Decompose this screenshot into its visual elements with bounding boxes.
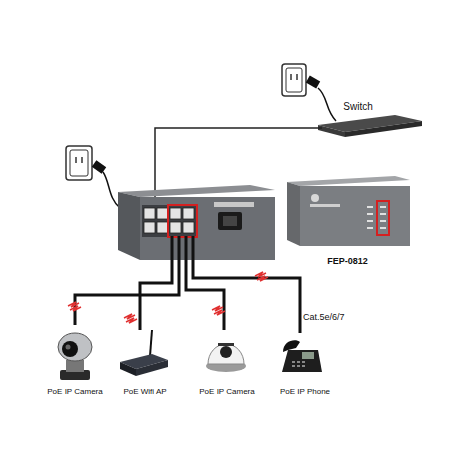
- phone-keys: [292, 361, 305, 367]
- rj45-port: [170, 222, 181, 233]
- wall-outlet: [66, 146, 92, 180]
- switch-side: [318, 125, 345, 137]
- rj45-port: [183, 222, 194, 233]
- led: [367, 227, 373, 229]
- outlet-plate: [66, 146, 92, 180]
- camera-lens: [62, 341, 78, 357]
- device-label: Switch: [330, 101, 386, 112]
- power-bolt: [124, 314, 137, 323]
- lens-glint: [66, 345, 71, 350]
- rj45-port: [157, 208, 168, 219]
- phone-key: [297, 365, 300, 367]
- led: [380, 227, 386, 229]
- device-label: PoE Wifi AP: [110, 387, 180, 396]
- ap-side: [120, 362, 136, 376]
- cable-label: Cat.5e/6/7: [303, 312, 345, 322]
- outlet-slot: [81, 157, 83, 163]
- camera-head: [58, 333, 92, 361]
- highlight-box: [168, 205, 197, 237]
- rj45-port: [144, 222, 155, 233]
- ap-front: [136, 360, 168, 376]
- poe-switch-device: [118, 185, 275, 260]
- power-cord: [103, 172, 120, 208]
- rj45-port: [144, 208, 155, 219]
- device-badge: [214, 202, 254, 207]
- phone-key: [302, 361, 305, 363]
- ptz-camera-icon: [58, 333, 92, 380]
- dome-band: [218, 343, 234, 346]
- power-plug: [92, 160, 120, 208]
- phone-handset: [283, 340, 300, 352]
- phone-body: [282, 350, 322, 372]
- outlet-face: [70, 150, 88, 176]
- power-bolts: [68, 272, 268, 323]
- led: [367, 220, 373, 222]
- rj45-port: [157, 222, 168, 233]
- device-front: [140, 197, 275, 260]
- ethernet-cable: [193, 236, 300, 333]
- led: [380, 206, 386, 208]
- wifi-ap-icon: [120, 330, 168, 376]
- phone-key: [297, 361, 300, 363]
- device-label-box: Switch: [330, 101, 386, 137]
- switch-front: [345, 121, 422, 137]
- device-label-box: FEP-0812: [290, 176, 405, 271]
- brand-strip: [310, 204, 340, 207]
- switch-device: [318, 115, 422, 137]
- device-label: PoE IP Camera: [190, 387, 264, 396]
- led: [380, 220, 386, 222]
- camera-neck: [66, 360, 84, 372]
- power-socket: [218, 212, 242, 230]
- power-plug: [306, 76, 336, 121]
- endpoint-device: PoE Wifi AP: [110, 330, 180, 400]
- power-socket-inner: [223, 216, 237, 226]
- phone-key: [292, 361, 295, 363]
- device-side: [287, 182, 300, 246]
- ethernet-cable: [140, 236, 172, 330]
- power-cord: [318, 88, 336, 121]
- phone-key: [302, 365, 305, 367]
- device-side: [118, 192, 140, 260]
- device-label: FEP-0812: [290, 256, 405, 266]
- device-label: PoE IP Phone: [268, 387, 342, 396]
- antenna: [150, 330, 152, 356]
- ethernet-cable: [75, 236, 179, 325]
- plug-body: [306, 76, 320, 89]
- outlet-plate: [282, 64, 306, 96]
- camera-lens: [220, 346, 232, 358]
- plug-body: [92, 160, 106, 173]
- device-front: [300, 186, 410, 246]
- highlight-box: [377, 201, 389, 235]
- outlet-face: [286, 68, 302, 92]
- endpoint-device: PoE IP Camera: [190, 330, 264, 400]
- device-top: [118, 185, 275, 197]
- device-label: PoE IP Camera: [38, 387, 112, 396]
- endpoint-device: PoE IP Phone: [268, 330, 342, 400]
- dome-camera-icon: [206, 343, 246, 372]
- outlet-slot: [75, 157, 77, 163]
- phone-key: [292, 365, 295, 367]
- outlet-slot: [290, 74, 292, 80]
- led: [367, 206, 373, 208]
- port-block: [142, 205, 198, 237]
- power-bolt: [68, 302, 81, 311]
- fep-device: [287, 176, 410, 246]
- led: [367, 213, 373, 215]
- ethernet-cables: [75, 236, 300, 333]
- led: [380, 213, 386, 215]
- ip-phone-icon: [282, 340, 322, 372]
- power-bolt: [212, 306, 225, 315]
- outlet-slot: [296, 74, 298, 80]
- rj45-port: [170, 208, 181, 219]
- dome-cover: [208, 344, 244, 364]
- power-bolt: [255, 272, 268, 281]
- rj45-port: [183, 208, 194, 219]
- endpoint-device: PoE IP Camera: [38, 330, 112, 400]
- device-top: [287, 176, 410, 186]
- wall-outlet: [282, 64, 306, 96]
- brand-logo: [311, 194, 319, 202]
- phone-display: [302, 352, 314, 359]
